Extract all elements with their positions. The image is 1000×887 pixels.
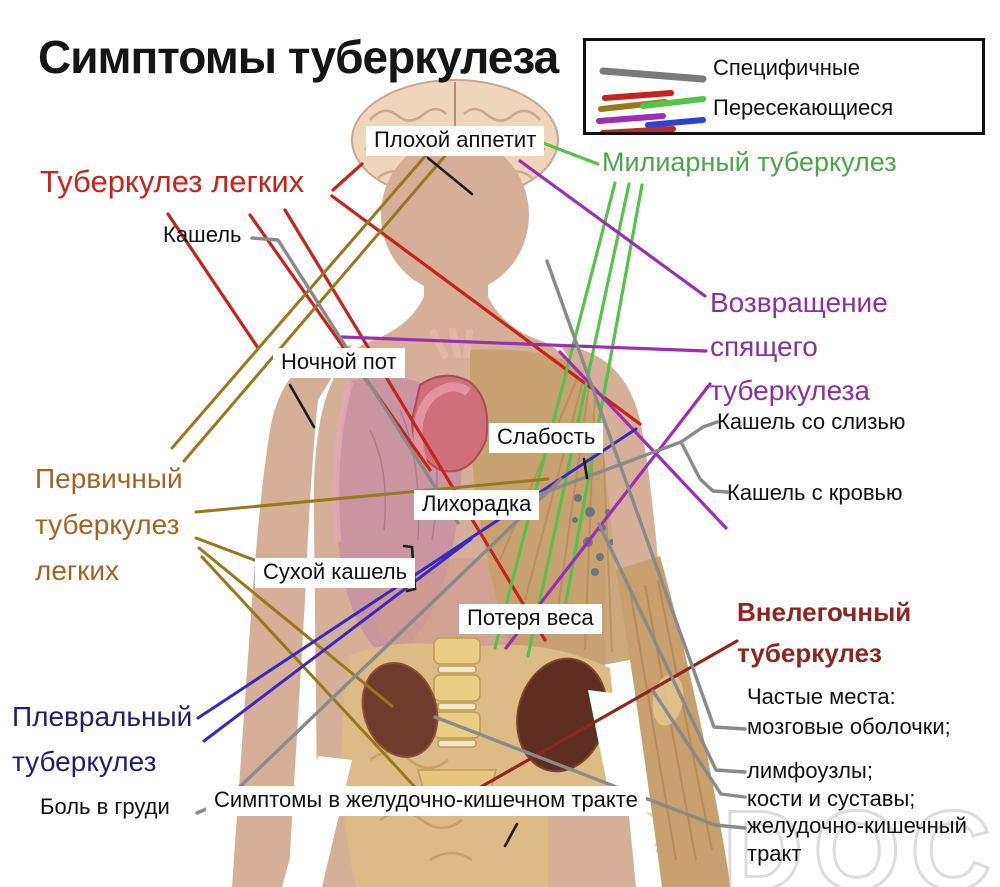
right-arm-upper [560, 345, 658, 572]
site-bones-joints: кости и суставы; [747, 786, 916, 811]
label-poor-appetite: Плохой аппетит [366, 126, 545, 156]
legend-swatches [596, 67, 707, 132]
label-gi-tract-symptoms: Симптомы в желудочно-кишечном тракте [206, 786, 646, 816]
head [381, 137, 529, 293]
label-cough-with-blood: Кашель с кровью [727, 480, 903, 505]
pulmonary-tb-lines [166, 162, 642, 642]
legend-overlapping-label: Пересекающиеся [713, 95, 894, 120]
site-gi-tract: желудочно-кишечный тракт [747, 813, 967, 866]
heading-pleural-tb: Плевральный туберкулез [12, 701, 193, 777]
right-thigh [548, 800, 636, 887]
heading-miliary-tb: Милиарный туберкулез [602, 147, 897, 177]
legend: Специфичные Пересекающиеся [583, 38, 985, 135]
label-cough: Кашель [163, 222, 242, 247]
kidney-left [361, 662, 439, 758]
sites-heading: Частые места: [747, 684, 896, 709]
label-fever: Лихорадка [414, 490, 540, 520]
pleural-tb-lines [196, 427, 638, 743]
label-night-sweats: Ночной пот [273, 348, 405, 378]
left-arm [232, 345, 352, 887]
legend-specific-label: Специфичные [713, 55, 860, 80]
site-meninges: мозговые оболочки; [747, 714, 951, 739]
extrapulmonary-tb-line [477, 639, 739, 790]
heading-extrapulmonary-tb: Внелегочный туберкулез [737, 597, 912, 668]
page-title: Симптомы туберкулеза [38, 31, 559, 83]
site-lymph-nodes: лимфоузлы; [747, 758, 873, 783]
heading-latent-tb: Возвращение спящего туберкулеза [710, 287, 888, 406]
label-weight-loss: Потеря веса [459, 604, 602, 634]
heart-vessels [410, 327, 489, 473]
label-cough-with-mucus: Кашель со слизью [717, 409, 906, 434]
overlapping-swatch [596, 90, 706, 132]
label-weakness: Слабость [489, 423, 604, 453]
label-chest-pain: Боль в груди [40, 794, 170, 819]
specific-swatch [599, 67, 707, 83]
heading-primary-tb: Первичный туберкулез легких [35, 463, 183, 586]
miliary-tb-lines [493, 141, 644, 658]
label-dry-cough: Сухой кашель [255, 558, 416, 588]
heading-pulmonary-tb: Туберкулез легких [40, 164, 305, 199]
